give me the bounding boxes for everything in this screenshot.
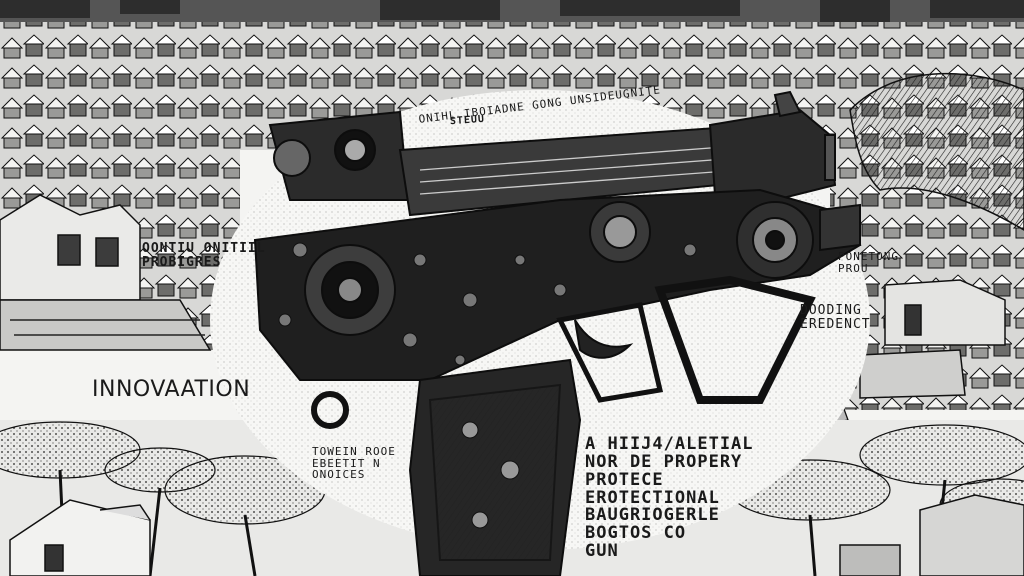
large-house-left xyxy=(0,194,212,351)
right-top-caption: PONETONG PROU xyxy=(838,250,899,275)
innovation-caption: INNOVAATION xyxy=(92,377,251,402)
futuristic-gun xyxy=(253,90,862,576)
mid-left-caption: TOWEIN ROOE EBEETIT N ONOICES xyxy=(312,445,396,482)
center-bottom-caption: A HIIJ4/ALETIAL NOR DE PROPERY PROTECE E… xyxy=(585,434,754,562)
house-bottom-right xyxy=(839,494,1024,576)
shack-right xyxy=(859,279,1006,399)
right-mid-caption: DOODING EREDENCT xyxy=(800,303,871,332)
house-bottom-left xyxy=(9,499,151,576)
left-block-caption: OONTIU ONITIIL PROBIGRES xyxy=(142,241,266,270)
acacia-trees xyxy=(0,421,1024,532)
tangled-tree-right xyxy=(849,72,1024,231)
